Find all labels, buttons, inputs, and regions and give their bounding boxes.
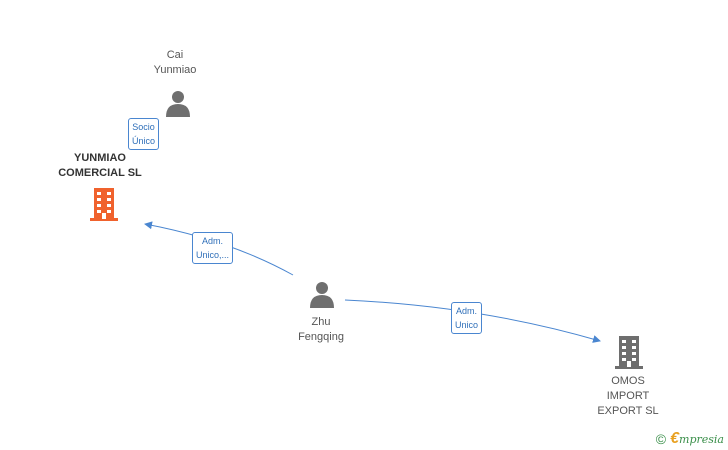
- brand-wordmark: €mpresia: [670, 430, 724, 447]
- building-icon[interactable]: [89, 187, 119, 221]
- node-label-zhu-fengqing[interactable]: Zhu Fengqing: [298, 316, 344, 343]
- empresia-logo: © €mpresia: [656, 430, 724, 448]
- edge-label-adm-unico-2[interactable]: Adm. Unico: [451, 302, 483, 334]
- person-icon[interactable]: [308, 280, 336, 308]
- person-icon[interactable]: [164, 89, 192, 117]
- edge-label-socio-unico[interactable]: Socio Único: [128, 118, 160, 150]
- node-label-omos-import-export[interactable]: OMOS IMPORT EXPORT SL: [597, 375, 659, 417]
- edge-label-adm-unico-1[interactable]: Adm. Unico,...: [192, 232, 234, 264]
- node-label-yunmiao-comercial[interactable]: YUNMIAO COMERCIAL SL: [58, 152, 142, 179]
- building-icon[interactable]: [614, 335, 644, 369]
- copyright-symbol: ©: [655, 431, 667, 447]
- node-label-cai-yunmiao[interactable]: Cai Yunmiao: [153, 49, 197, 76]
